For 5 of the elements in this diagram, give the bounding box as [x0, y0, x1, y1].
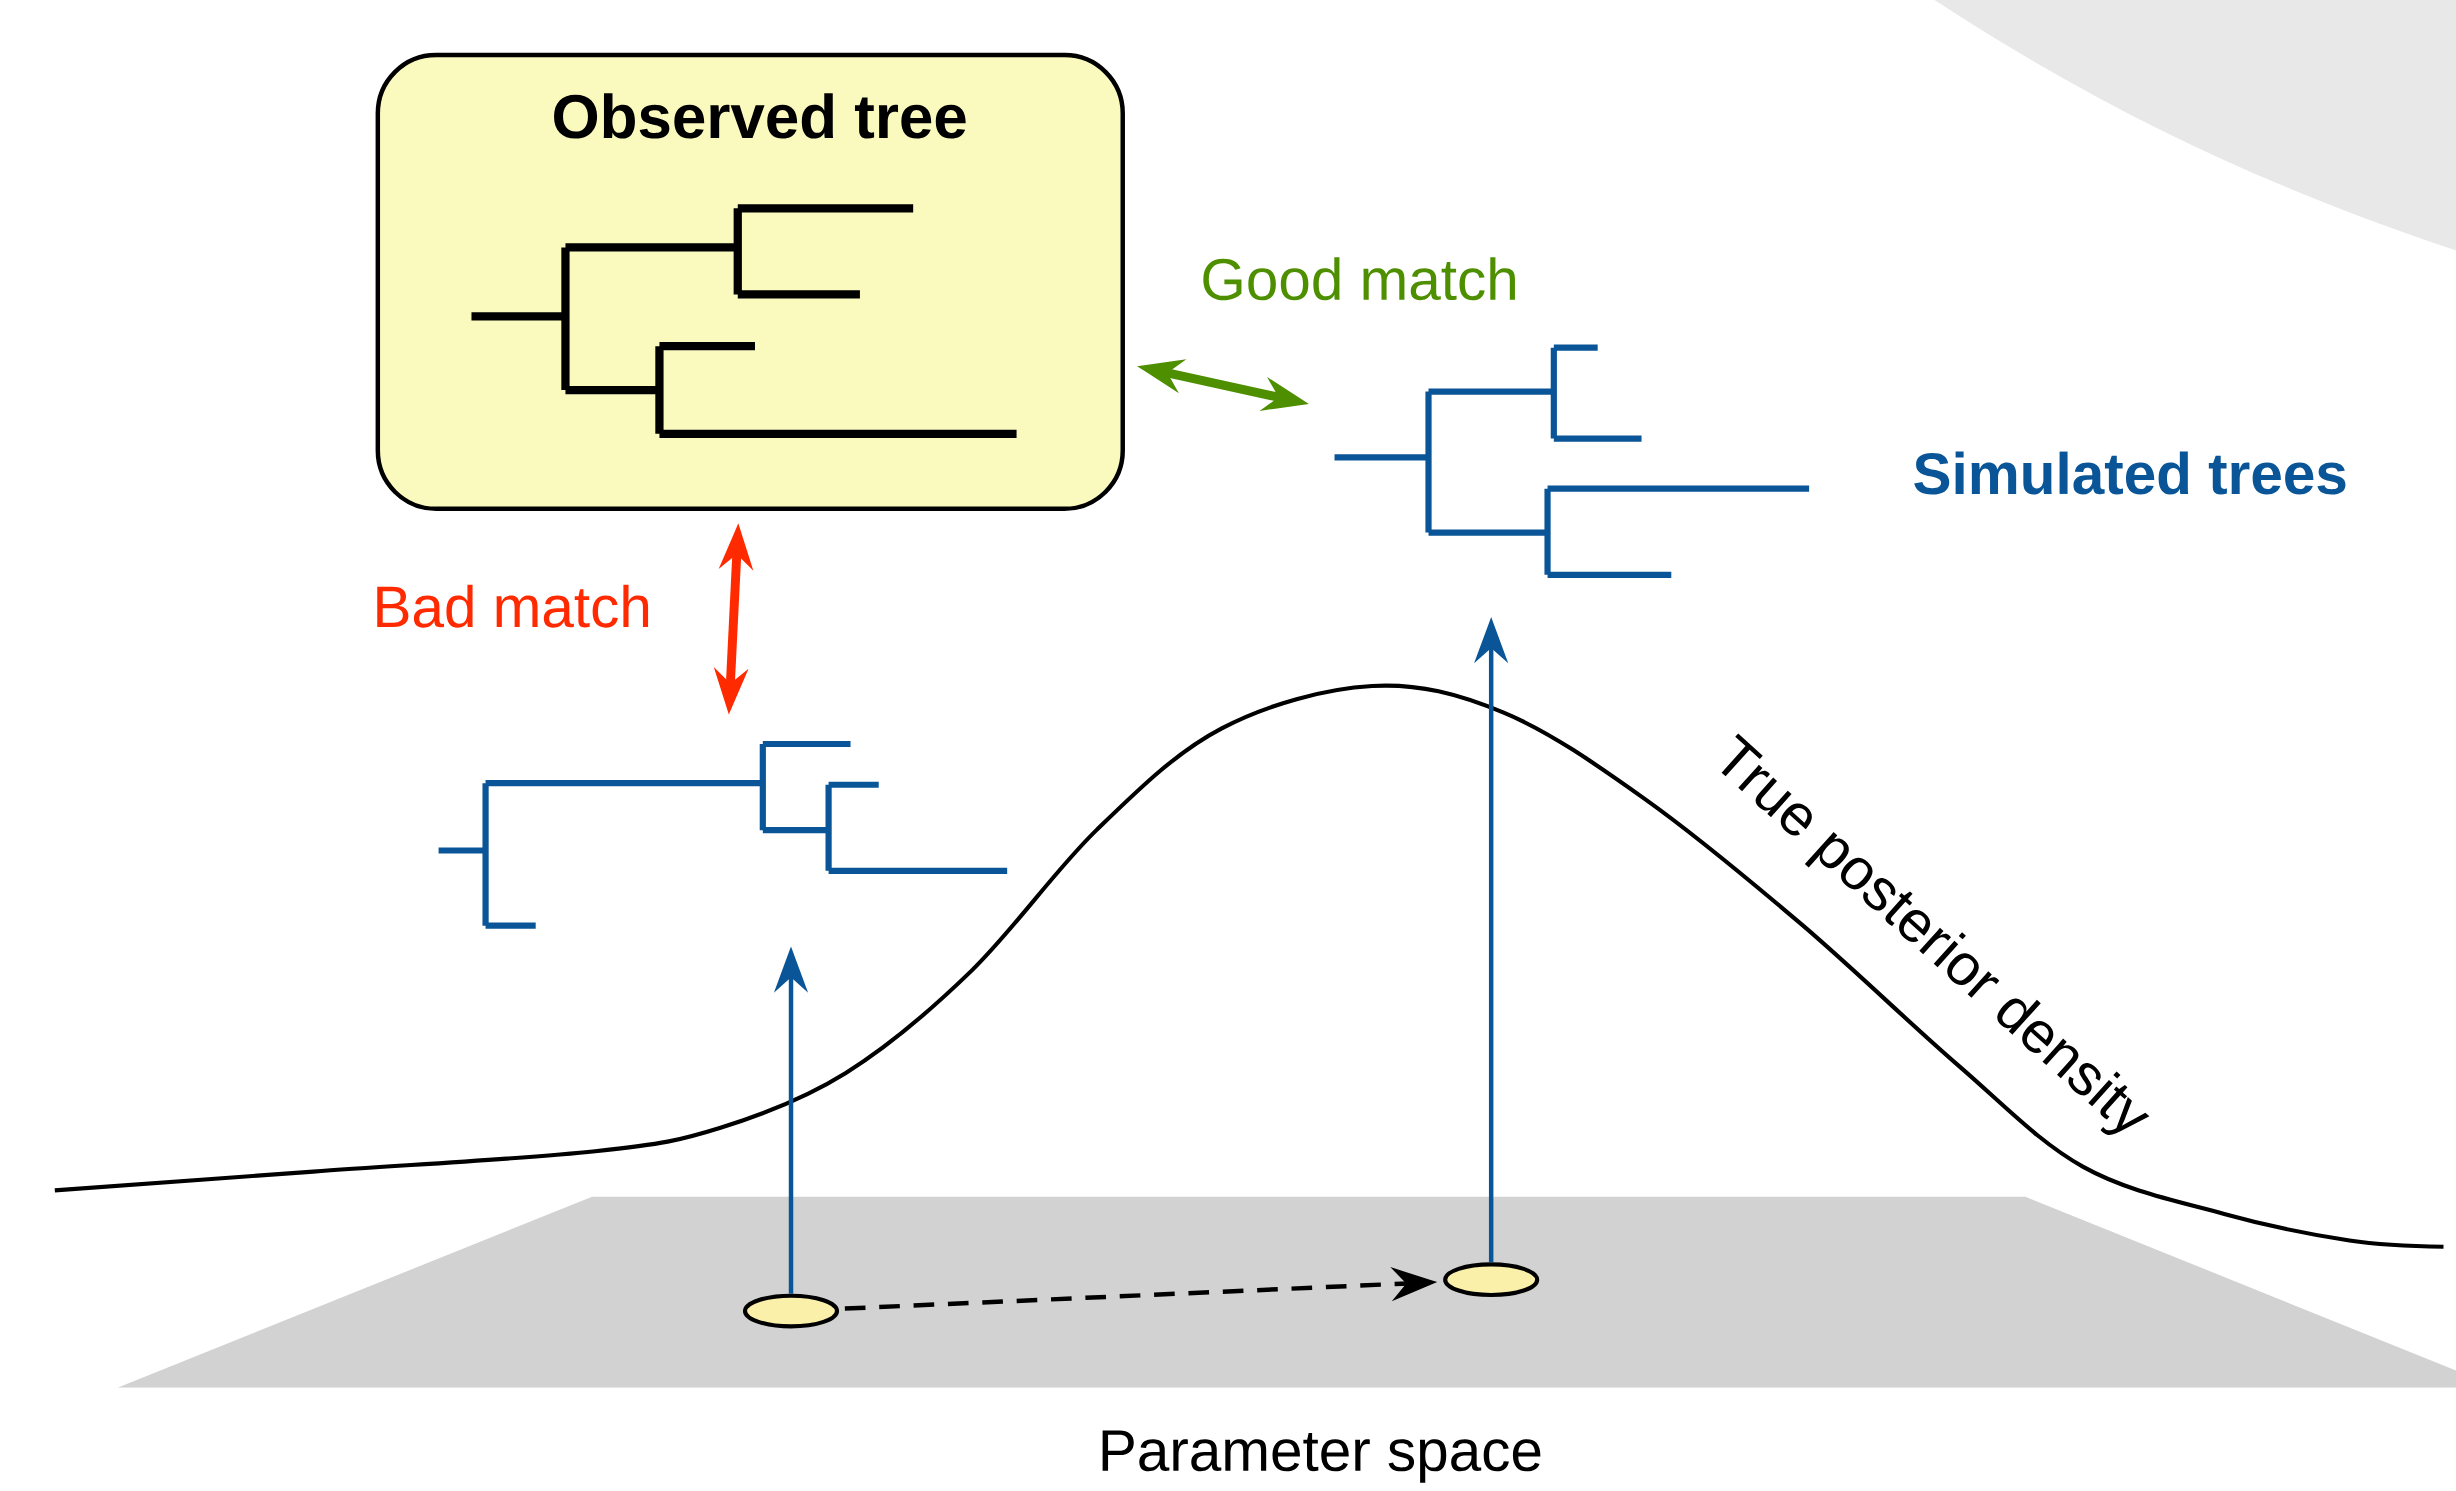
edge-label: Bad match	[377, 584, 649, 628]
group-label: Simulated trees	[1914, 451, 2346, 495]
edge-label: Good match	[1203, 257, 1515, 301]
observed-tree-box: Observed tree	[375, 52, 1125, 511]
axis-label: Parameter space	[1102, 1430, 1541, 1483]
